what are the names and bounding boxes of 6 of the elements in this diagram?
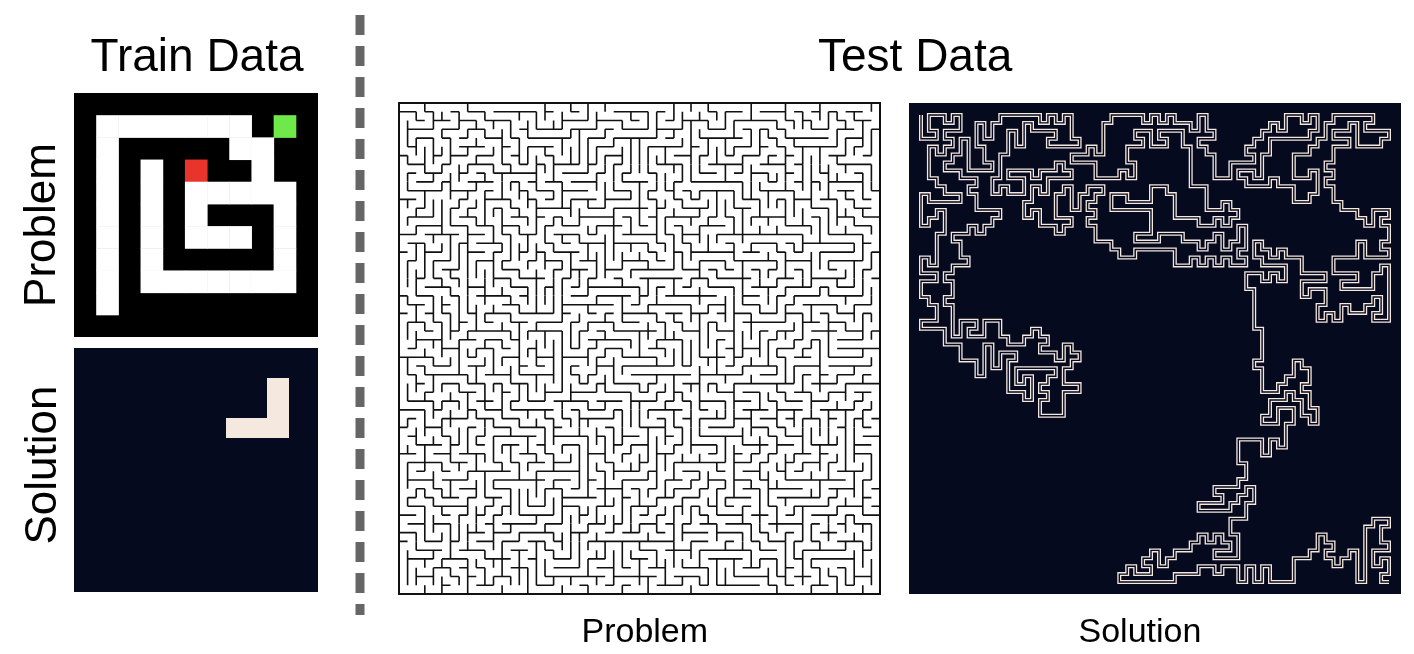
panel-title: Test Data [818,32,1013,78]
column-label: Problem [581,613,709,647]
column-label: Solution [1078,613,1202,647]
row-label: Solution [18,385,62,545]
row-label: Problem [17,143,62,307]
panel-title: Train Data [90,32,304,78]
